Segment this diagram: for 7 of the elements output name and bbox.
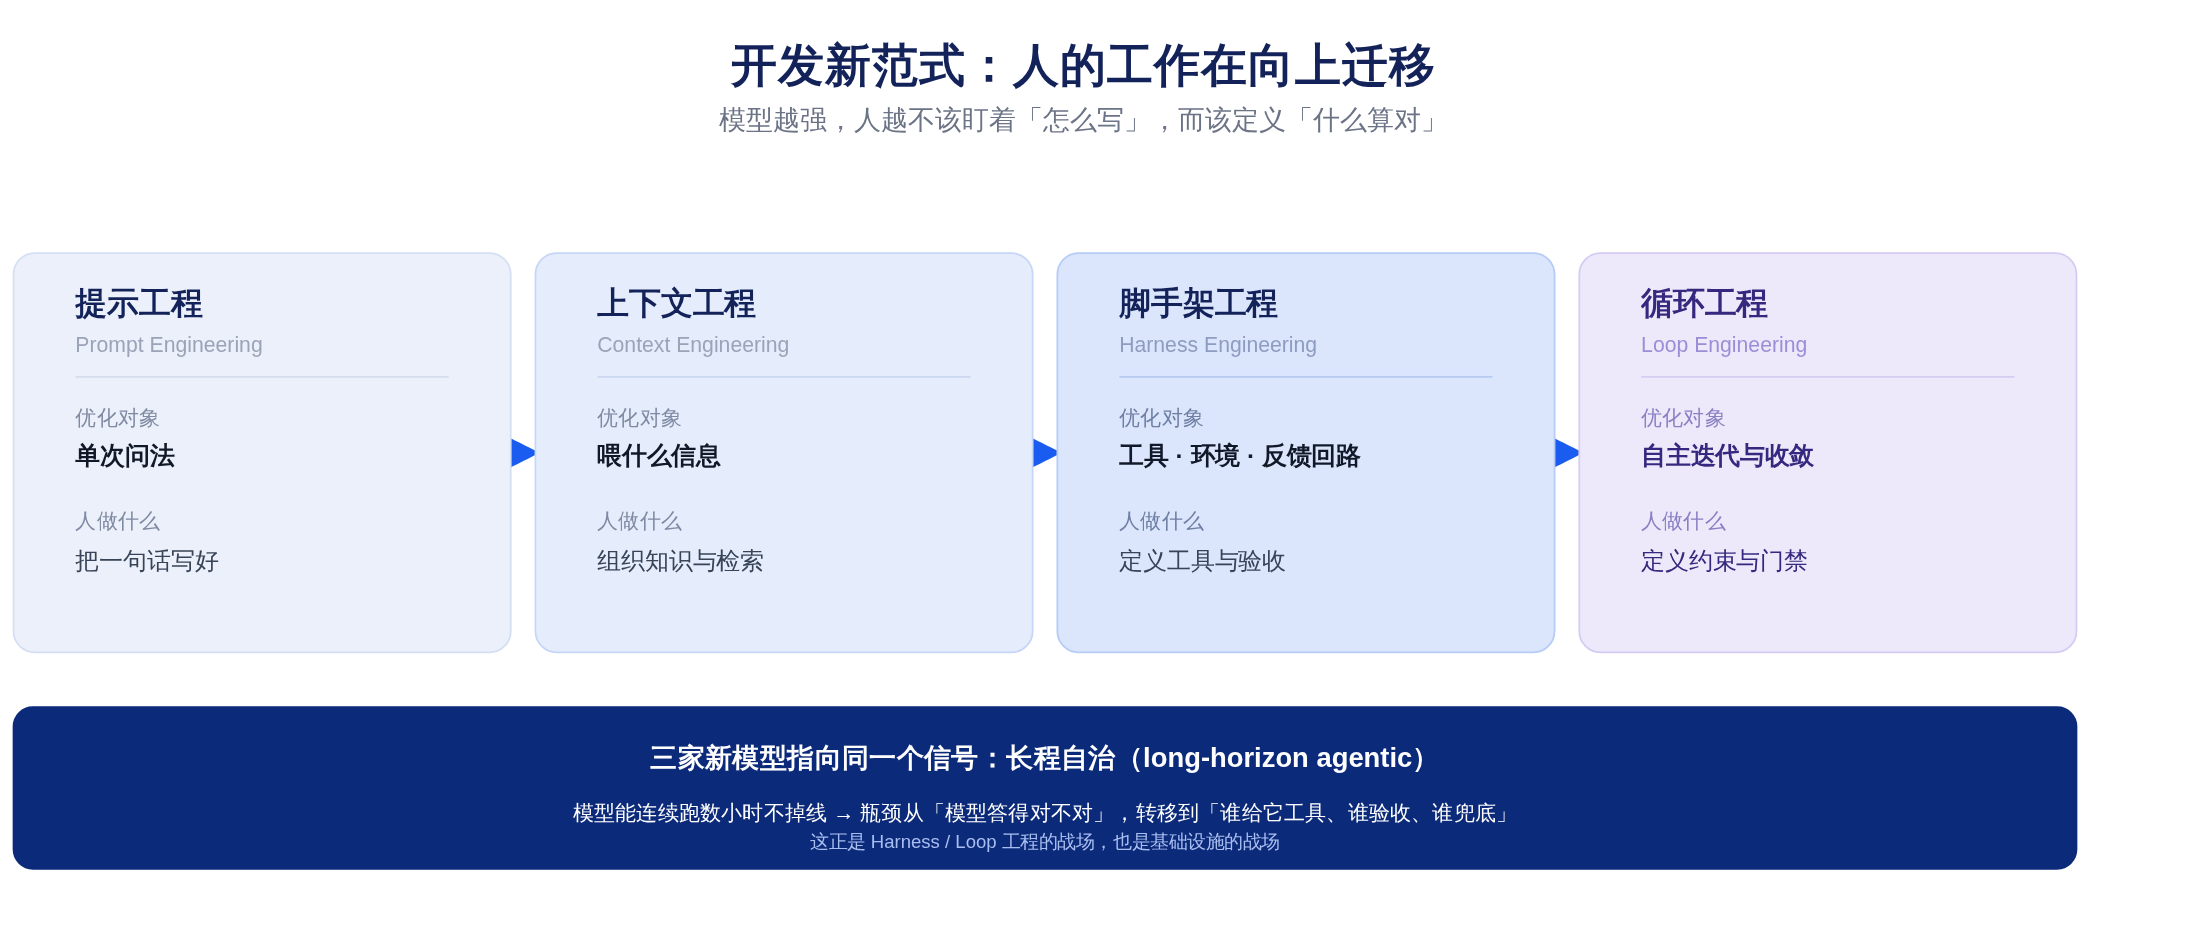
node-box: 上下文工程 Context Engineering 优化对象 喂什么信息 人做什么 组织知识与检索 [534,252,1034,654]
node-box: 三家新模型指向同一个信号：长程自治（long-horizon agentic） 模型能连续跑数小时不掉线 → 瓶颈从「模型答得对不对」，转移到「谁给它工具、谁验收、谁兜底」 这正是 Harness / Loop 工程的战场，也是基础设施的战场 [12,706,2078,870]
node-box: 脚手架工程 Harness Engineering 优化对象 工具 · 环境 · 反馈回路 人做什么 定义工具与验收 [1056,252,1556,654]
node-box: 提示工程 Prompt Engineering 优化对象 单次问法 人做什么 把一句话写好 [12,252,512,654]
node-box: 循环工程 Loop Engineering 优化对象 自主迭代与收敛 人做什么 定义约束与门禁 [1578,252,2078,654]
subtitle: 模型越强，人越不该盯着「怎么写」，而该定义「什么算对」 [718,104,1448,137]
title: 开发新范式：人的工作在向上迁移 [730,38,1436,93]
